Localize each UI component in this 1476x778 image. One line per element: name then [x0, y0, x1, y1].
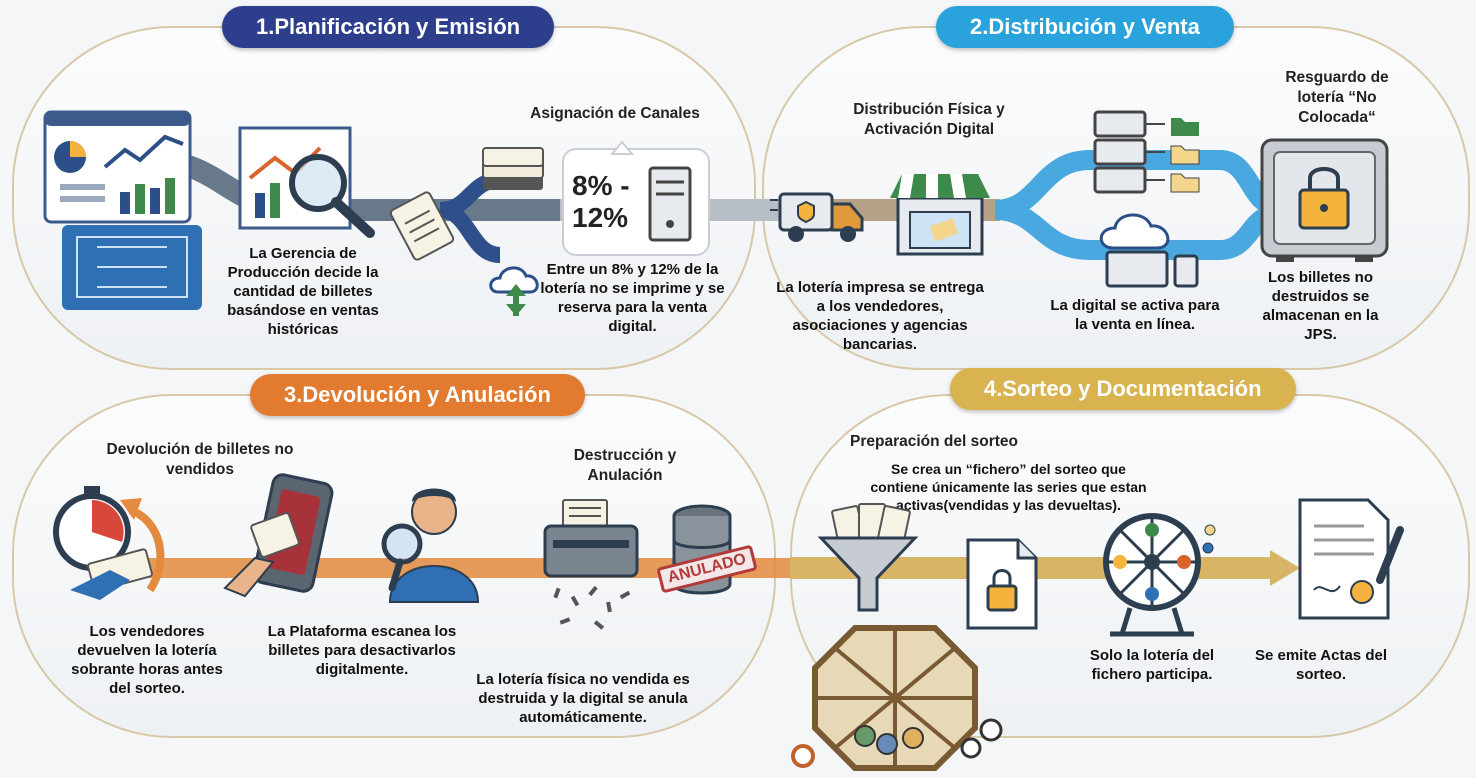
return-heading: Devolución de billetes no vendidos: [106, 441, 294, 478]
stage3-title: 3.Devolución y Anulación: [250, 374, 585, 416]
stage4-title: 4.Sorteo y Documentación: [950, 368, 1296, 410]
stopwatch-icon: [53, 486, 165, 600]
certificate-icon: [1298, 498, 1404, 620]
percent-label: 8% - 12%: [572, 170, 630, 233]
safe-icon: [1260, 138, 1389, 262]
speech-notch-icon: [609, 140, 635, 155]
production-text: La Gerencia de Producción decide la cant…: [227, 245, 379, 338]
return-text: Los vendedores devuelven la lotería sobr…: [71, 623, 223, 697]
cloud-upload-icon: [489, 266, 539, 316]
funnel-icon: [817, 503, 919, 612]
delivery-text: La lotería impresa se entrega a los vend…: [776, 279, 984, 353]
stage2-title: 2.Distribución y Venta: [936, 6, 1234, 48]
truck-icon: [770, 192, 864, 242]
server-icon: [648, 166, 692, 242]
prep-heading: Preparación del sorteo: [850, 433, 1018, 450]
server-folders-icon: [1093, 110, 1200, 194]
distribution-heading: Distribución Física y Activación Digital: [853, 101, 1005, 138]
inspector-icon: [381, 488, 480, 603]
destroy-text: La lotería física no vendida es destruid…: [476, 671, 690, 726]
prep-text: Se crea un “fichero” del sorteo que cont…: [870, 461, 1147, 513]
wheel-icon: [1103, 513, 1216, 637]
store-icon: [890, 174, 990, 256]
safe-text: Los billetes no destruidos se almacenan …: [1262, 269, 1379, 343]
channels-heading: Asignación de Canales: [530, 105, 700, 122]
magnifier-chart-icon: [238, 126, 375, 238]
shredder-icon: [543, 499, 639, 630]
digital-text: La digital se activa para la venta en lí…: [1050, 297, 1220, 333]
minutes-text: Se emite Actas del sorteo.: [1254, 647, 1387, 683]
locked-file-icon: [966, 538, 1038, 630]
destroy-heading: Destrucción y Anulación: [573, 447, 677, 484]
scan-text: La Plataforma escanea los billetes para …: [267, 623, 457, 678]
safe-heading: Resguardo de lotería “No Colocada“: [1285, 69, 1389, 126]
ticket-icon: [389, 191, 455, 261]
blueprint-icon: [62, 225, 202, 310]
lottery-drum-icon: [791, 625, 1003, 771]
scanner-icon: [223, 473, 334, 598]
ticket-stack-icon: [482, 147, 544, 190]
participate-text: Solo la lotería del fichero participa.: [1089, 647, 1215, 683]
dashboard-icon: [43, 110, 192, 224]
cloud-devices-icon: [1099, 213, 1199, 288]
reserve-text: Entre un 8% y 12% de la lotería no se im…: [540, 261, 725, 335]
stage1-title: 1.Planificación y Emisión: [222, 6, 555, 48]
